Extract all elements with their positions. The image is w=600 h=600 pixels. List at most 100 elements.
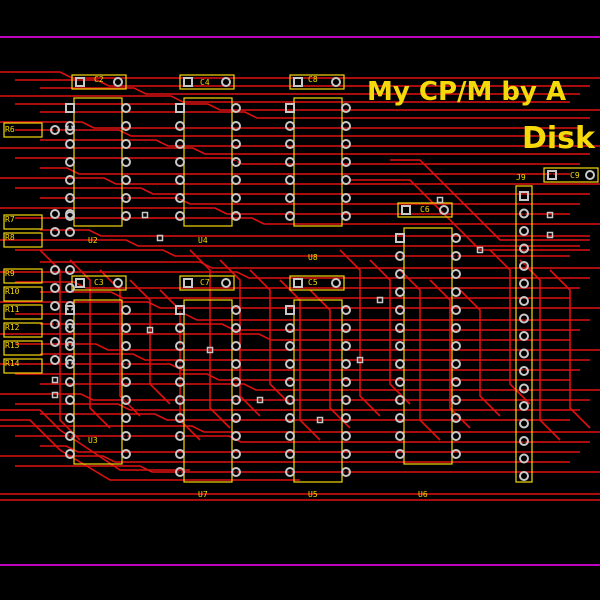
pad [50, 265, 60, 275]
pad-hole [398, 344, 402, 348]
pad [65, 341, 75, 351]
pad [341, 431, 351, 441]
cap-label-c9: C9 [570, 171, 580, 180]
pad-hole [522, 439, 526, 443]
pad [451, 413, 461, 423]
copper-trace [15, 103, 600, 111]
pad [121, 431, 131, 441]
pad-hole [398, 290, 402, 294]
pad-hole [234, 452, 238, 456]
pad [175, 323, 185, 333]
pad [519, 313, 529, 324]
pad [121, 193, 131, 203]
resistor-outline [3, 214, 43, 230]
resistor-label: R9 [5, 269, 15, 278]
pad-hole [124, 398, 128, 402]
pad-hole [178, 434, 182, 438]
pad [121, 121, 131, 131]
pad [395, 269, 405, 279]
pad-hole [344, 326, 348, 330]
board-title-line2: Disk [522, 121, 596, 156]
pad-hole [344, 142, 348, 146]
pad-hole [288, 326, 292, 330]
pad-hole [68, 286, 72, 290]
copper-trace [40, 383, 600, 391]
pad [231, 175, 241, 185]
copper-trace [0, 95, 570, 103]
pad-hole [234, 416, 238, 420]
pad [175, 121, 185, 131]
copper-trace [519, 259, 561, 441]
pad-hole [454, 254, 458, 258]
pad-hole [68, 160, 72, 164]
pad-hole [124, 344, 128, 348]
pad-hole [68, 142, 72, 146]
pad [231, 193, 241, 203]
via [146, 326, 154, 334]
pad [285, 157, 295, 167]
pad [65, 193, 75, 203]
pad [519, 383, 529, 394]
via [476, 246, 484, 254]
pad-hole [178, 452, 182, 456]
pad [285, 121, 295, 131]
capacitor-outline [397, 202, 453, 218]
resistor-outline [3, 358, 43, 374]
pad-hole [454, 416, 458, 420]
pad-hole [398, 434, 402, 438]
pad [451, 377, 461, 387]
pad-hole [398, 308, 402, 312]
pad-hole [53, 128, 57, 132]
pad [231, 139, 241, 149]
pad-hole [68, 416, 72, 420]
pad [50, 337, 60, 347]
pad [65, 175, 75, 185]
pad [285, 467, 295, 477]
pad-hole [454, 452, 458, 456]
pad-square [293, 278, 303, 288]
pad-hole [398, 272, 402, 276]
pad-hole [522, 334, 526, 338]
pad-hole [53, 304, 57, 308]
pad-hole [234, 178, 238, 182]
pad [121, 341, 131, 351]
pad-hole [288, 178, 292, 182]
pad-square [401, 205, 411, 215]
copper-trace [40, 139, 600, 147]
pad-hole [186, 281, 190, 285]
resistor-label: R11 [5, 305, 20, 314]
pad-hole [124, 452, 128, 456]
resistor-outline [3, 122, 43, 138]
pad-hole [454, 380, 458, 384]
pad-square [175, 305, 185, 315]
pad [175, 359, 185, 369]
pad [519, 243, 529, 254]
pad-hole [522, 457, 526, 460]
resistor-outline [3, 232, 43, 248]
pad-hole [68, 268, 72, 272]
pad-square [175, 103, 185, 113]
pad [65, 227, 75, 237]
pad-hole [522, 369, 526, 373]
pad [451, 431, 461, 441]
pad [451, 341, 461, 351]
copper-trace [40, 229, 590, 237]
copper-trace [129, 279, 171, 405]
copper-trace [69, 259, 111, 429]
pad [175, 175, 185, 185]
copper-trace [15, 313, 590, 321]
pad [231, 377, 241, 387]
pad-hole [178, 398, 182, 402]
pad [231, 359, 241, 369]
pad-hole [68, 344, 72, 348]
copper-trace [40, 111, 590, 119]
pad [519, 366, 529, 376]
pad-hole [398, 254, 402, 258]
pad-hole [53, 322, 57, 326]
copper-trace [0, 177, 600, 185]
pad [50, 301, 60, 311]
chip-label-u7: U7 [198, 490, 208, 499]
resistor-outline [3, 286, 43, 302]
